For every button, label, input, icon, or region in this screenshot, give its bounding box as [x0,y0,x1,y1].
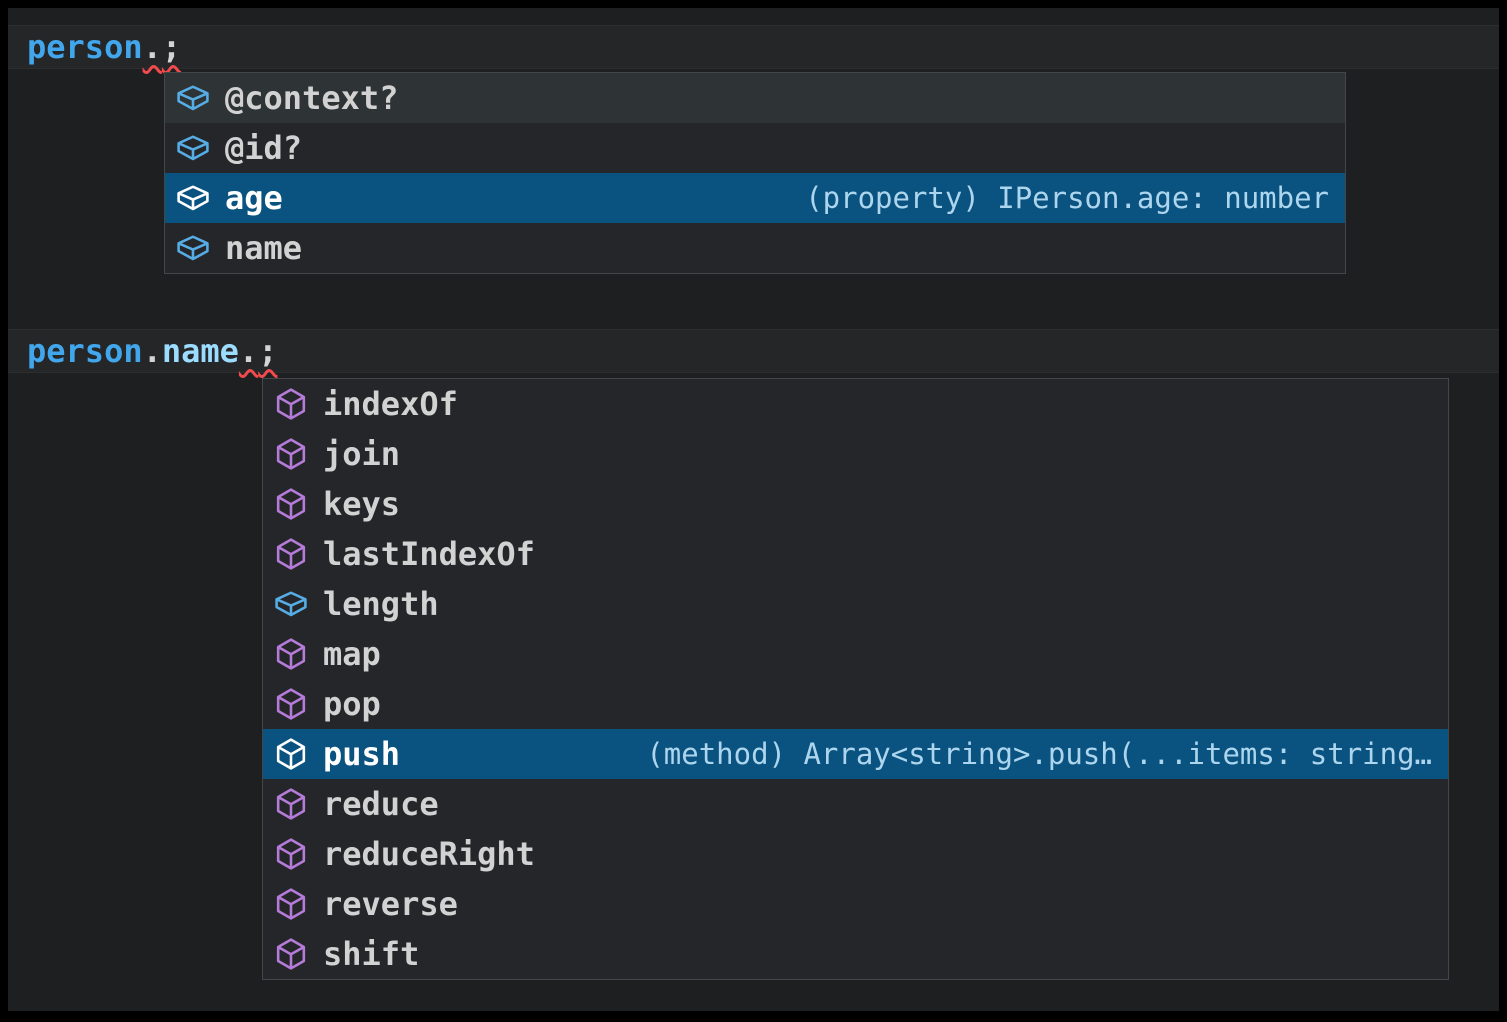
token-dot: . [238,332,259,370]
suggestion-label: push [323,735,401,773]
suggestion-label: length [323,585,439,623]
symbol-field-icon [273,586,309,622]
suggestion-item-keys[interactable]: keys [263,479,1448,529]
suggestion-label: map [323,635,381,673]
suggestion-label: @context? [225,79,399,117]
suggestion-item-age[interactable]: age (property) IPerson.age: number [165,173,1345,223]
symbol-method-icon [273,436,309,472]
symbol-method-icon [273,636,309,672]
token-semicolon: ; [161,28,182,66]
suggestion-label: reverse [323,885,458,923]
suggestion-item-indexof[interactable]: indexOf [263,379,1448,429]
suggestion-item-context[interactable]: @context? [165,73,1345,123]
suggestion-label: age [225,179,283,217]
symbol-method-icon [273,686,309,722]
intellisense-suggest-widget-1: @context? @id? age (property) IPerson.age: … [164,72,1346,274]
suggestion-label: pop [323,685,381,723]
token-dot: . [142,332,162,370]
symbol-field-icon [175,180,211,216]
suggestion-label: reduceRight [323,835,535,873]
symbol-method-icon [273,486,309,522]
code-line-1: person.; [8,25,1499,69]
symbol-method-icon [273,936,309,972]
suggestion-label: join [323,435,401,473]
suggestion-item-reverse[interactable]: reverse [263,879,1448,929]
suggestion-item-id[interactable]: @id? [165,123,1345,173]
symbol-method-icon [273,836,309,872]
suggestion-label: reduce [323,785,439,823]
symbol-method-icon [273,536,309,572]
token-semicolon: ; [258,332,278,370]
token-property: name [161,332,239,370]
suggestion-item-reduce[interactable]: reduce [263,779,1448,829]
suggestion-label: name [225,229,303,267]
token-variable: person [27,28,143,66]
suggestion-label: lastIndexOf [323,535,535,573]
suggestion-label: keys [323,485,401,523]
suggestion-detail: (method) Array<string>.push(...items: st… [646,737,1432,771]
code-line-2: person.name.; [8,329,1499,373]
suggestion-item-pop[interactable]: pop [263,679,1448,729]
symbol-method-icon [273,786,309,822]
symbol-field-icon [175,80,211,116]
symbol-method-icon [273,736,309,772]
suggestion-item-join[interactable]: join [263,429,1448,479]
suggestion-item-length[interactable]: length [263,579,1448,629]
token-dot: . [142,28,162,66]
suggestion-item-reduceright[interactable]: reduceRight [263,829,1448,879]
symbol-method-icon [273,386,309,422]
symbol-field-icon [175,230,211,266]
symbol-method-icon [273,886,309,922]
code-editor[interactable]: person.; person.name.; @context?@id?age(… [8,8,1499,1011]
suggestion-detail: (property) IPerson.age: number [805,181,1329,215]
suggestion-item-push[interactable]: push (method) Array<string>.push(...items… [263,729,1448,779]
suggestion-item-name[interactable]: name [165,223,1345,273]
token-variable: person [27,332,143,370]
symbol-field-icon [175,130,211,166]
suggestion-label: indexOf [323,385,458,423]
intellisense-suggest-widget-2: indexOf join keys lastIndexOf length map pop pu… [262,378,1449,980]
suggestion-label: shift [323,935,420,973]
suggestion-item-shift[interactable]: shift [263,929,1448,979]
suggestion-item-lastindexof[interactable]: lastIndexOf [263,529,1448,579]
suggestion-label: @id? [225,129,303,167]
suggestion-item-map[interactable]: map [263,629,1448,679]
